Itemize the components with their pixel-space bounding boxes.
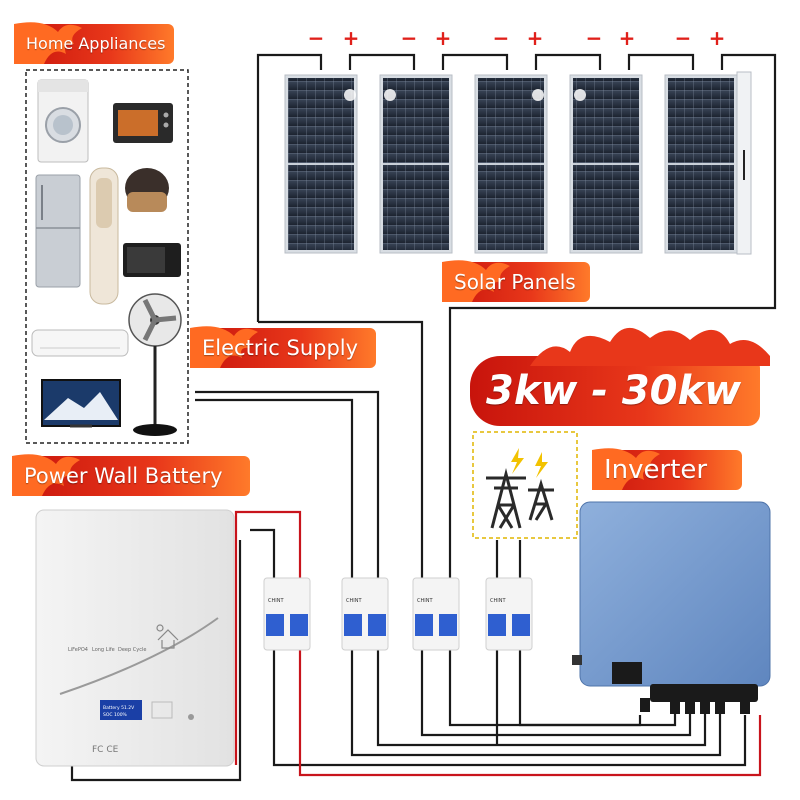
battery-tag: Deep Cycle (118, 647, 146, 653)
solar-panel-4 (569, 74, 643, 254)
lightning-icon (511, 448, 548, 478)
breaker-1 (263, 577, 311, 651)
polarity-minus: − (493, 26, 510, 50)
wiring-red (234, 510, 762, 777)
solar-panel-2 (379, 74, 453, 254)
breaker-brand: CHINT (268, 598, 284, 604)
appliances-group (25, 69, 189, 444)
breaker-brand: CHINT (490, 598, 506, 604)
microwave-icon (123, 243, 181, 277)
solar-panels-label: Solar Panels (442, 260, 590, 302)
wiring-black (70, 53, 777, 782)
breaker-2 (341, 577, 389, 651)
flame-icon (530, 327, 770, 366)
oven-icon (113, 103, 173, 143)
inverter-connectors (612, 662, 758, 714)
home-appliances-label: Home Appliances (14, 22, 174, 64)
breaker-4 (485, 577, 533, 651)
breaker-brand: CHINT (417, 598, 433, 604)
power-range-text: 3kw - 30kw (486, 368, 742, 414)
polarity-minus: − (675, 26, 692, 50)
polarity-minus: − (586, 26, 603, 50)
flame-icon (14, 22, 82, 64)
battery-text: Power Wall Battery (24, 464, 223, 488)
solar-panel-5 (664, 71, 752, 255)
solar-panel-array (284, 71, 752, 255)
power-grid-group (472, 431, 578, 539)
polarity-minus: − (308, 26, 325, 50)
air-conditioner-icon (31, 329, 129, 357)
polarity-plus: + (343, 26, 360, 50)
polarity-minus: − (401, 26, 418, 50)
solar-panel-1 (284, 74, 358, 254)
battery-screen-line: SOC 100% (103, 712, 128, 718)
tv-icon (41, 379, 121, 428)
polarity-plus: + (527, 26, 544, 50)
flame-icon (442, 260, 510, 302)
battery-screen-line: Battery 51.2V (103, 705, 135, 711)
flame-icon (12, 454, 80, 496)
flame-icon (592, 448, 660, 490)
home-appliances-text: Home Appliances (26, 34, 166, 53)
power-range-label: 3kw - 30kw (470, 327, 770, 426)
rice-cooker-icon (125, 168, 169, 212)
inverter-text: Inverter (604, 455, 708, 485)
inverter-label: Inverter (592, 448, 742, 490)
polarity-plus: + (619, 26, 636, 50)
breaker-brand: CHINT (346, 598, 362, 604)
battery-screen (100, 700, 142, 720)
solar-panel-3 (474, 74, 548, 254)
fan-icon (128, 293, 182, 436)
power-wall-battery (35, 509, 235, 767)
battery-cert-marks: FC CE (92, 745, 119, 755)
polarity-plus: + (709, 26, 726, 50)
air-purifier-icon (89, 167, 119, 305)
polarity-plus: + (435, 26, 452, 50)
battery-logo-icon (156, 624, 179, 649)
fridge-icon (35, 174, 81, 288)
power-tower-icon (486, 468, 554, 529)
breaker-3 (412, 577, 460, 651)
solar-panels-text: Solar Panels (454, 270, 576, 294)
electric-supply-label: Electric Supply (190, 326, 376, 368)
battery-label: Power Wall Battery (12, 454, 250, 496)
washing-machine-icon (37, 79, 89, 163)
flame-icon (190, 326, 258, 368)
battery-tag: Long Life (92, 647, 115, 653)
breakers-group (263, 577, 533, 651)
polarity-signs: − + − + − + − + − + (308, 26, 726, 50)
inverter-unit (572, 501, 771, 714)
battery-tag: LiFePO4 (68, 647, 88, 653)
electric-supply-text: Electric Supply (202, 336, 359, 360)
